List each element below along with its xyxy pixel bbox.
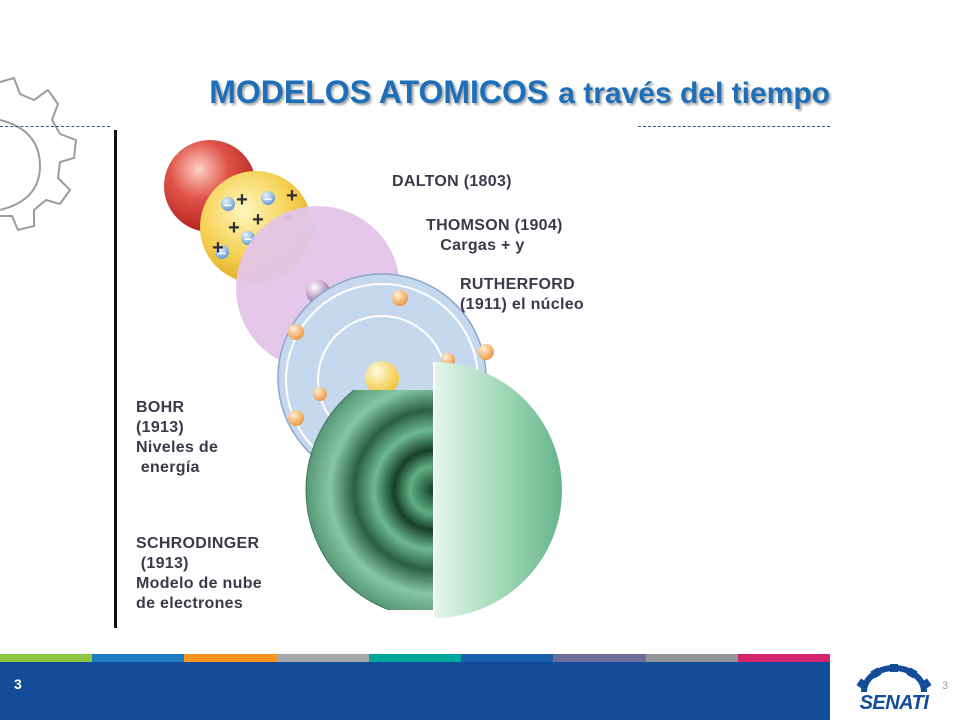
color-stripe — [0, 654, 830, 662]
label-dalton: DALTON (1803) — [392, 173, 512, 190]
gear-outline-icon — [0, 76, 78, 232]
thomson-sign: + — [228, 217, 240, 239]
senati-gear-icon — [856, 664, 932, 693]
label-thomson: THOMSON (1904) Cargas + y — [426, 217, 563, 254]
stripe-segment — [368, 654, 462, 662]
thomson-sign: − — [264, 191, 272, 207]
title-rest: a través del tiempo — [558, 77, 830, 110]
label-bohr: BOHR (1913) Niveles de energía — [136, 399, 219, 476]
page-number: 3 — [14, 676, 22, 692]
footer-bar — [0, 662, 830, 720]
stripe-segment — [553, 654, 646, 662]
label-schrodinger: SCHRODINGER (1913) Modelo de nube de ele… — [136, 535, 262, 612]
stripe-segment — [0, 654, 93, 662]
stripe-segment — [92, 654, 185, 662]
thomson-sign: − — [218, 245, 226, 261]
thomson-sign: − — [224, 197, 232, 213]
thomson-sign: + — [212, 237, 224, 259]
slide-title: MODELOS ATOMICOS a través del tiempo — [0, 74, 830, 118]
stripe-segment — [645, 654, 738, 662]
thomson-sign: − — [244, 231, 252, 247]
schrodinger-model — [305, 362, 562, 618]
stripe-segment — [461, 654, 554, 662]
page-number-small: 3 — [942, 680, 949, 692]
stripe-segment — [276, 654, 369, 662]
stripe-segment — [184, 654, 277, 662]
atomic-models-illustration: + − + − + + − + − + − — [114, 130, 562, 628]
logo-text: SENATI — [859, 692, 929, 714]
title-main: MODELOS ATOMICOS — [209, 74, 549, 110]
thomson-sign: + — [286, 185, 298, 207]
stripe-segment — [737, 654, 830, 662]
divider-left — [0, 126, 110, 127]
thomson-sign: + — [236, 189, 248, 211]
label-rutherford: RUTHERFORD (1911) el núcleo — [460, 276, 584, 313]
senati-logo: SENATI — [846, 664, 942, 718]
atomic-models-figure: + − + − + + − + − + − — [114, 130, 638, 628]
thomson-sign: + — [252, 209, 264, 231]
divider-right — [638, 126, 830, 127]
